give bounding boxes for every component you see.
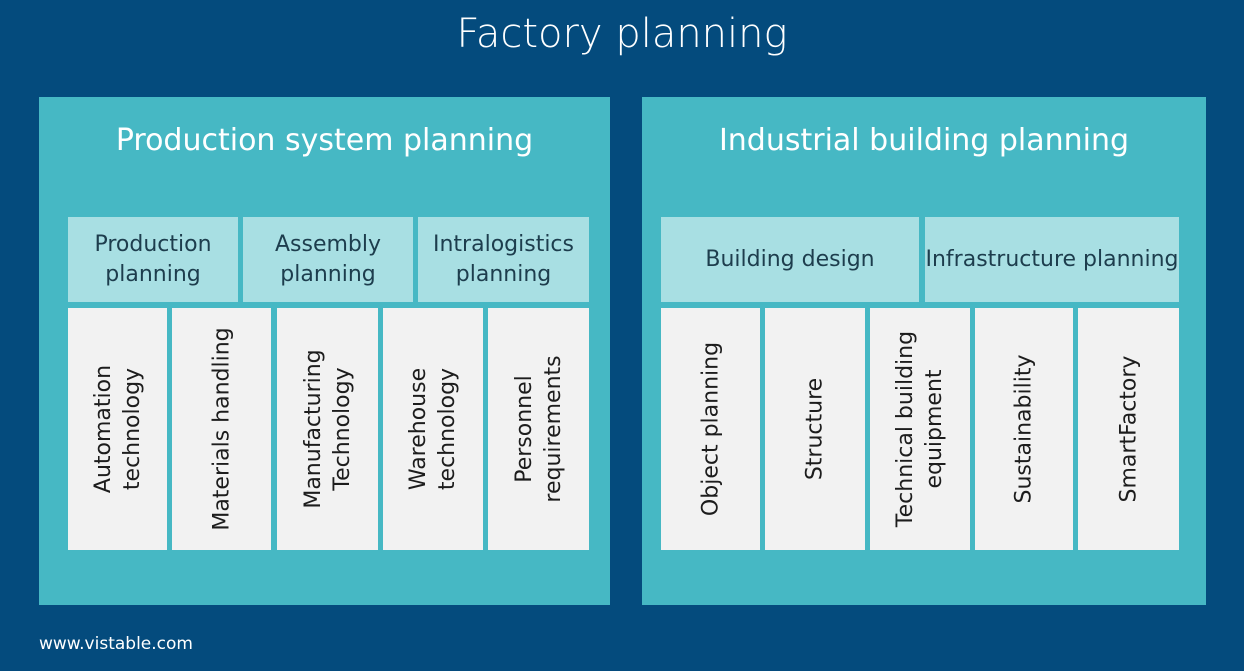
tile-object-planning: Object planning	[661, 308, 760, 550]
sub-label: Intralogistics planning	[433, 231, 574, 287]
sub-assembly-planning: Assembly planning	[243, 217, 413, 302]
tile-label: Sustainability	[1011, 354, 1037, 504]
tile-label: Structure	[802, 377, 828, 481]
tile-manufacturing-technology: Manufacturing Technology	[277, 308, 378, 550]
tile-personnel-requirements: Personnel requirements	[488, 308, 589, 550]
footer-url: www.vistable.com	[39, 634, 193, 654]
tile-label: Personnel requirements	[511, 355, 566, 503]
tile-structure: Structure	[765, 308, 865, 550]
tile-label: SmartFactory	[1116, 355, 1141, 503]
sub-label: Assembly planning	[274, 231, 382, 287]
sub-intralogistics-planning: Intralogistics planning	[418, 217, 589, 302]
tile-label: Warehouse technology	[406, 367, 460, 491]
industrial-building-planning-panel: Industrial building planning Building de…	[642, 97, 1206, 605]
tile-materials-handling: Materials handling	[172, 308, 271, 550]
panel-title: Industrial building planning	[718, 123, 1130, 158]
sub-infrastructure-planning: Infrastructure planning	[925, 217, 1179, 302]
sub-building-design: Building design	[661, 217, 919, 302]
tile-warehouse-technology: Warehouse technology	[383, 308, 483, 550]
panel-title: Production system planning	[115, 123, 534, 158]
sub-production-planning: Production planning	[68, 217, 238, 302]
production-system-planning-panel: Production system planning Production pl…	[39, 97, 610, 605]
sub-label: Building design	[705, 246, 875, 272]
tile-label: Technical building equipment	[893, 330, 947, 528]
diagram-title: Factory planning	[456, 11, 788, 57]
sub-label: Production planning	[94, 231, 212, 287]
tile-label: Manufacturing Technology	[300, 349, 355, 509]
sub-label: Infrastructure planning	[925, 246, 1179, 272]
tile-label: Object planning	[698, 341, 723, 517]
tile-sustainability: Sustainability	[975, 308, 1073, 550]
tile-label: Materials handling	[209, 327, 234, 531]
tile-label: Automation technology	[90, 364, 145, 494]
tile-technical-building-equipment: Technical building equipment	[870, 308, 970, 550]
tile-automation-technology: Automation technology	[68, 308, 167, 550]
tile-smartfactory: SmartFactory	[1078, 308, 1179, 550]
